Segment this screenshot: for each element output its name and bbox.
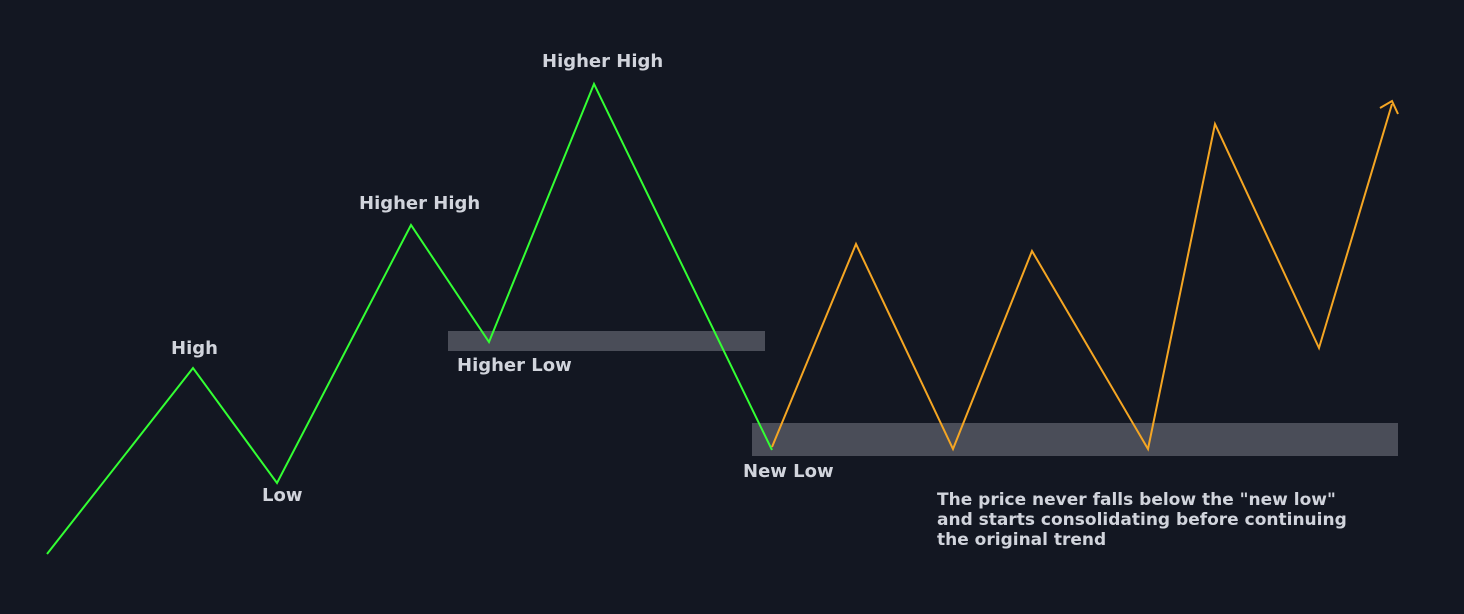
note-line-3: the original trend — [937, 530, 1107, 550]
uptrend-price-line — [46, 81, 773, 555]
higher-low-zone — [448, 331, 765, 351]
label-higher-high-2: Higher High — [542, 51, 664, 72]
label-low: Low — [262, 485, 303, 506]
new-low-zone — [752, 423, 1398, 456]
label-new-low: New Low — [743, 461, 834, 482]
explanation-note: The price never falls below the "new low… — [937, 490, 1347, 550]
label-higher-high-1: Higher High — [359, 193, 481, 214]
note-line-1: The price never falls below the "new low… — [937, 490, 1336, 510]
continuation-price-line — [771, 103, 1393, 452]
note-line-2: and starts consolidating before continui… — [937, 510, 1347, 530]
arrow-head-icon — [1379, 99, 1399, 115]
label-higher-low: Higher Low — [457, 355, 572, 376]
label-high: High — [171, 338, 218, 359]
